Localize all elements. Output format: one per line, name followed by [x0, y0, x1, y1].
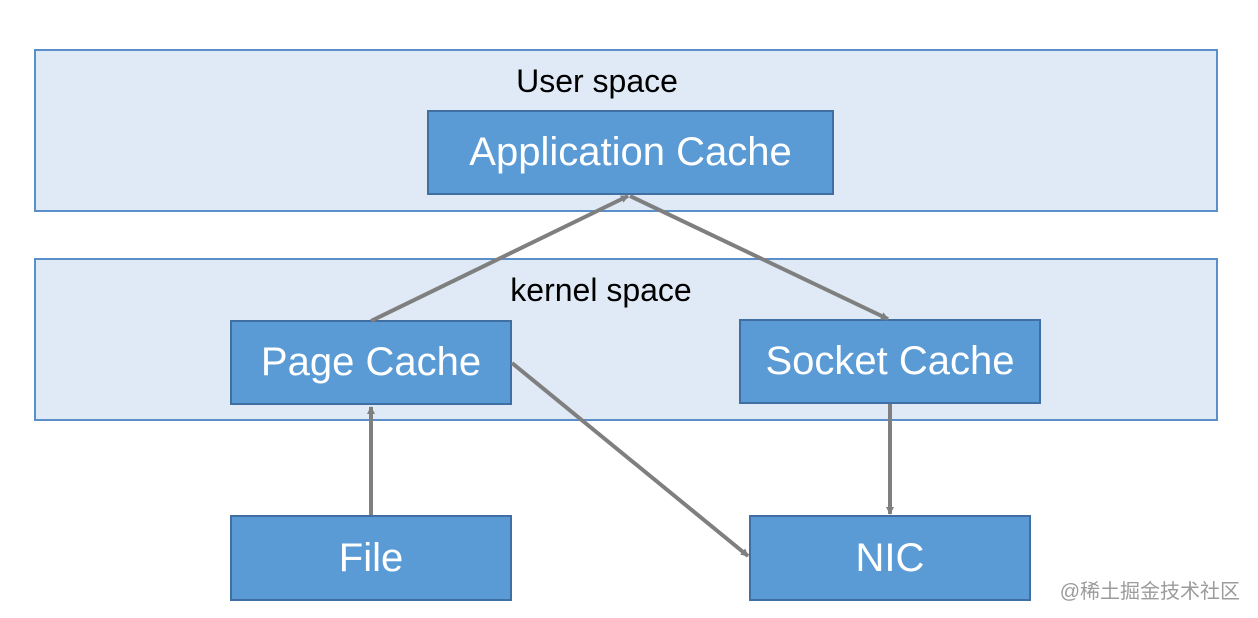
- kernel-space-label: kernel space: [510, 272, 692, 308]
- socket-cache-node: Socket Cache: [739, 319, 1041, 404]
- file-node: File: [230, 515, 512, 601]
- edge-page-cache-to-application-cache: [370, 194, 629, 323]
- watermark: @稀土掘金技术社区: [1059, 581, 1240, 603]
- nic-node: NIC: [749, 515, 1031, 601]
- application-cache-node: Application Cache: [427, 110, 834, 195]
- edge-page-cache-to-nic: [510, 361, 750, 558]
- edge-application-cache-to-socket-cache: [629, 194, 889, 321]
- page-cache-node: Page Cache: [230, 320, 512, 405]
- user-space-label: User space: [516, 63, 678, 99]
